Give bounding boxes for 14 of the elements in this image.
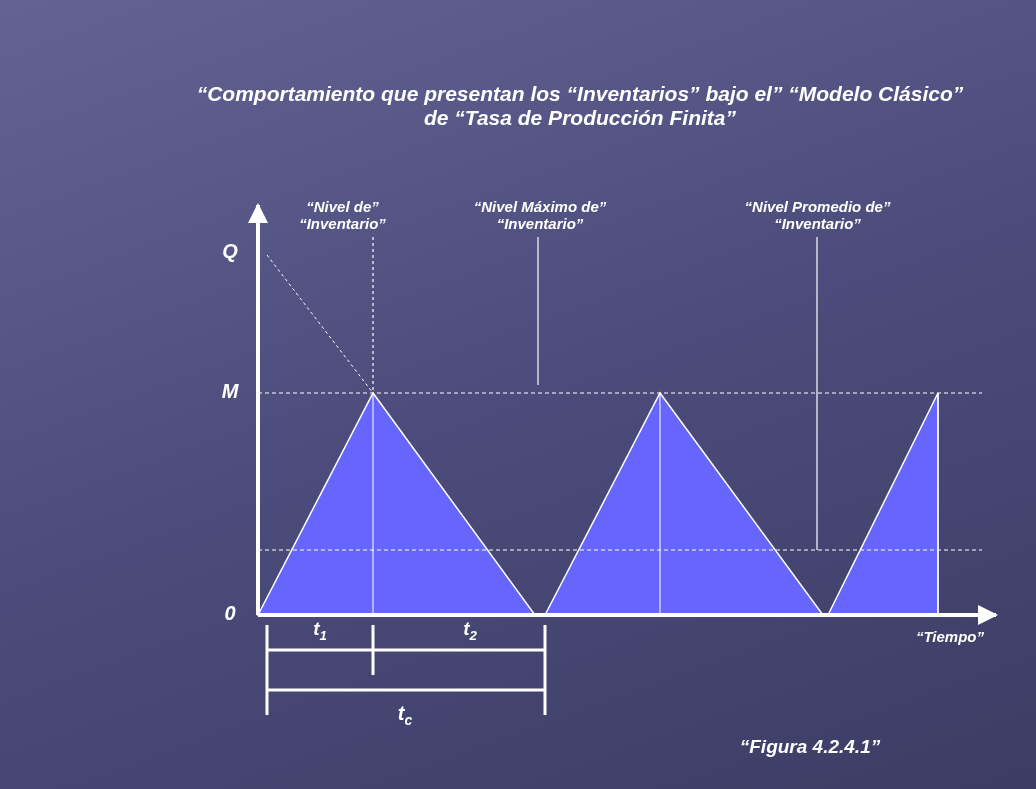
- annotation-label: “Nivel Máximo de” “Inventario”: [435, 198, 645, 233]
- dimension-label: t$_{2}$: [462, 618, 478, 640]
- annotation-label: “Nivel de” “Inventario”: [275, 198, 410, 233]
- leader-line: [816, 236, 818, 551]
- axis-title: “Tiempo”: [914, 628, 986, 646]
- dimension-label: t$_{c}$: [396, 702, 414, 725]
- axis-label: M: [220, 380, 240, 403]
- dimension-label: t$_{1}$: [312, 618, 328, 640]
- annotation-label: “Nivel Promedio de” “Inventario”: [715, 198, 920, 233]
- title-text: “Comportamiento que presentan los “Inventarios” bajo el” “Modelo Clásico” de “Tasa de Producción Finita”: [195, 82, 965, 131]
- axis-label: 0: [223, 602, 237, 625]
- axis-label: Q: [221, 240, 239, 263]
- leader-line: [537, 236, 539, 386]
- caption-text: “Figura 4.2.4.1”: [738, 736, 882, 758]
